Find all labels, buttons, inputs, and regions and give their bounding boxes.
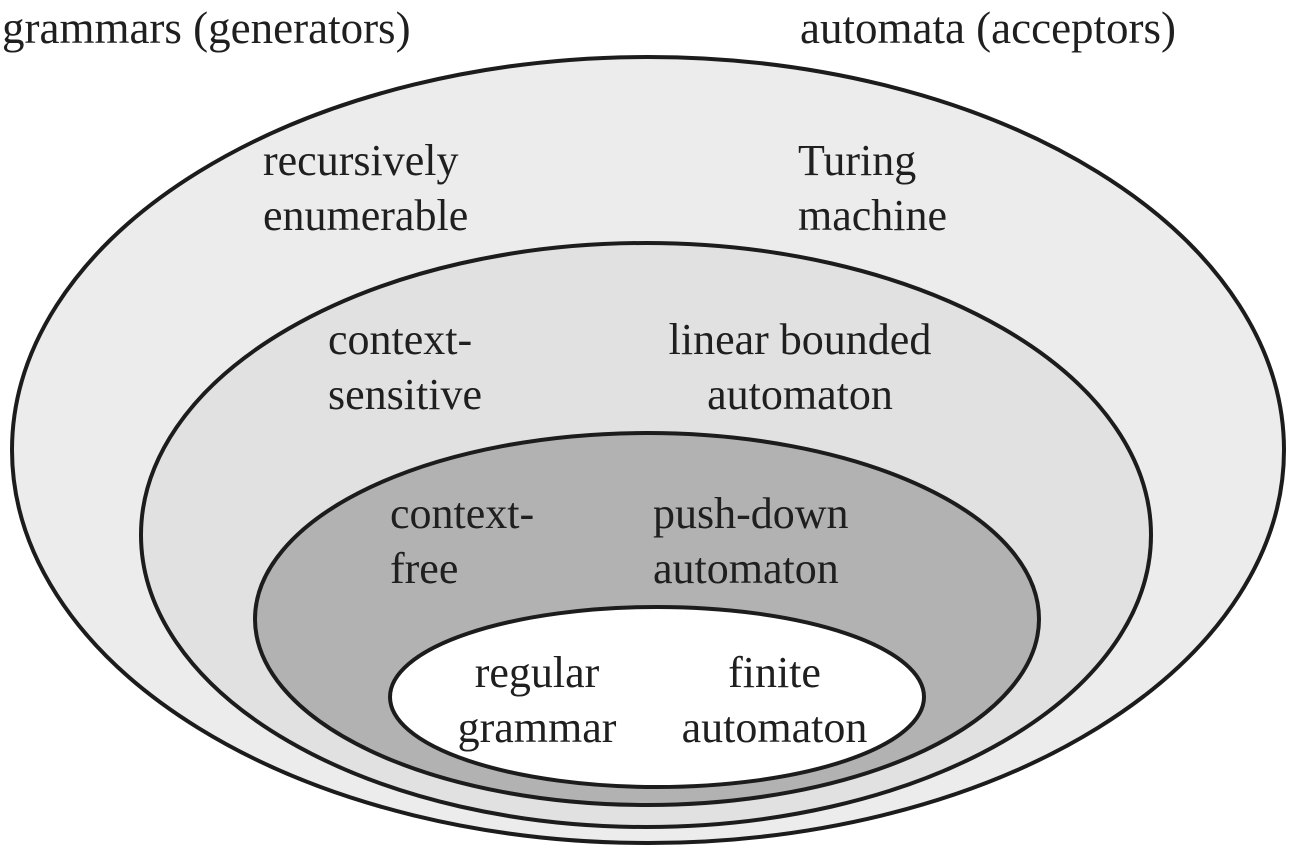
label-finite-automaton: finite automaton	[652, 645, 897, 755]
label-line: machine	[798, 191, 948, 240]
label-recursively-enumerable: recursively enumerable	[263, 133, 468, 243]
column-title-automata: automata (acceptors)	[800, 3, 1177, 53]
label-line: automaton	[681, 703, 868, 752]
label-line: recursively	[263, 136, 459, 185]
label-line: free	[390, 544, 459, 593]
label-line: automaton	[707, 370, 893, 419]
column-title-grammars: grammars (generators)	[2, 3, 411, 53]
label-push-down-automaton: push-down automaton	[653, 486, 849, 596]
label-line: push-down	[653, 489, 849, 538]
label-line: enumerable	[263, 191, 469, 240]
label-line: grammar	[457, 703, 617, 752]
label-line: context-	[390, 489, 535, 538]
label-context-free: context- free	[390, 486, 534, 596]
label-line: context-	[328, 315, 473, 364]
label-line: automaton	[653, 544, 839, 593]
label-turing-machine: Turing machine	[798, 133, 947, 243]
label-line: sensitive	[328, 370, 482, 419]
label-line: regular	[474, 648, 600, 697]
label-line: Turing	[798, 136, 917, 185]
label-context-sensitive: context- sensitive	[328, 312, 482, 422]
ellipse-regular	[388, 605, 926, 789]
label-line: linear bounded	[668, 315, 932, 364]
label-line: finite	[728, 648, 821, 697]
label-linear-bounded-automaton: linear bounded automaton	[650, 312, 950, 422]
label-regular-grammar: regular grammar	[427, 645, 647, 755]
